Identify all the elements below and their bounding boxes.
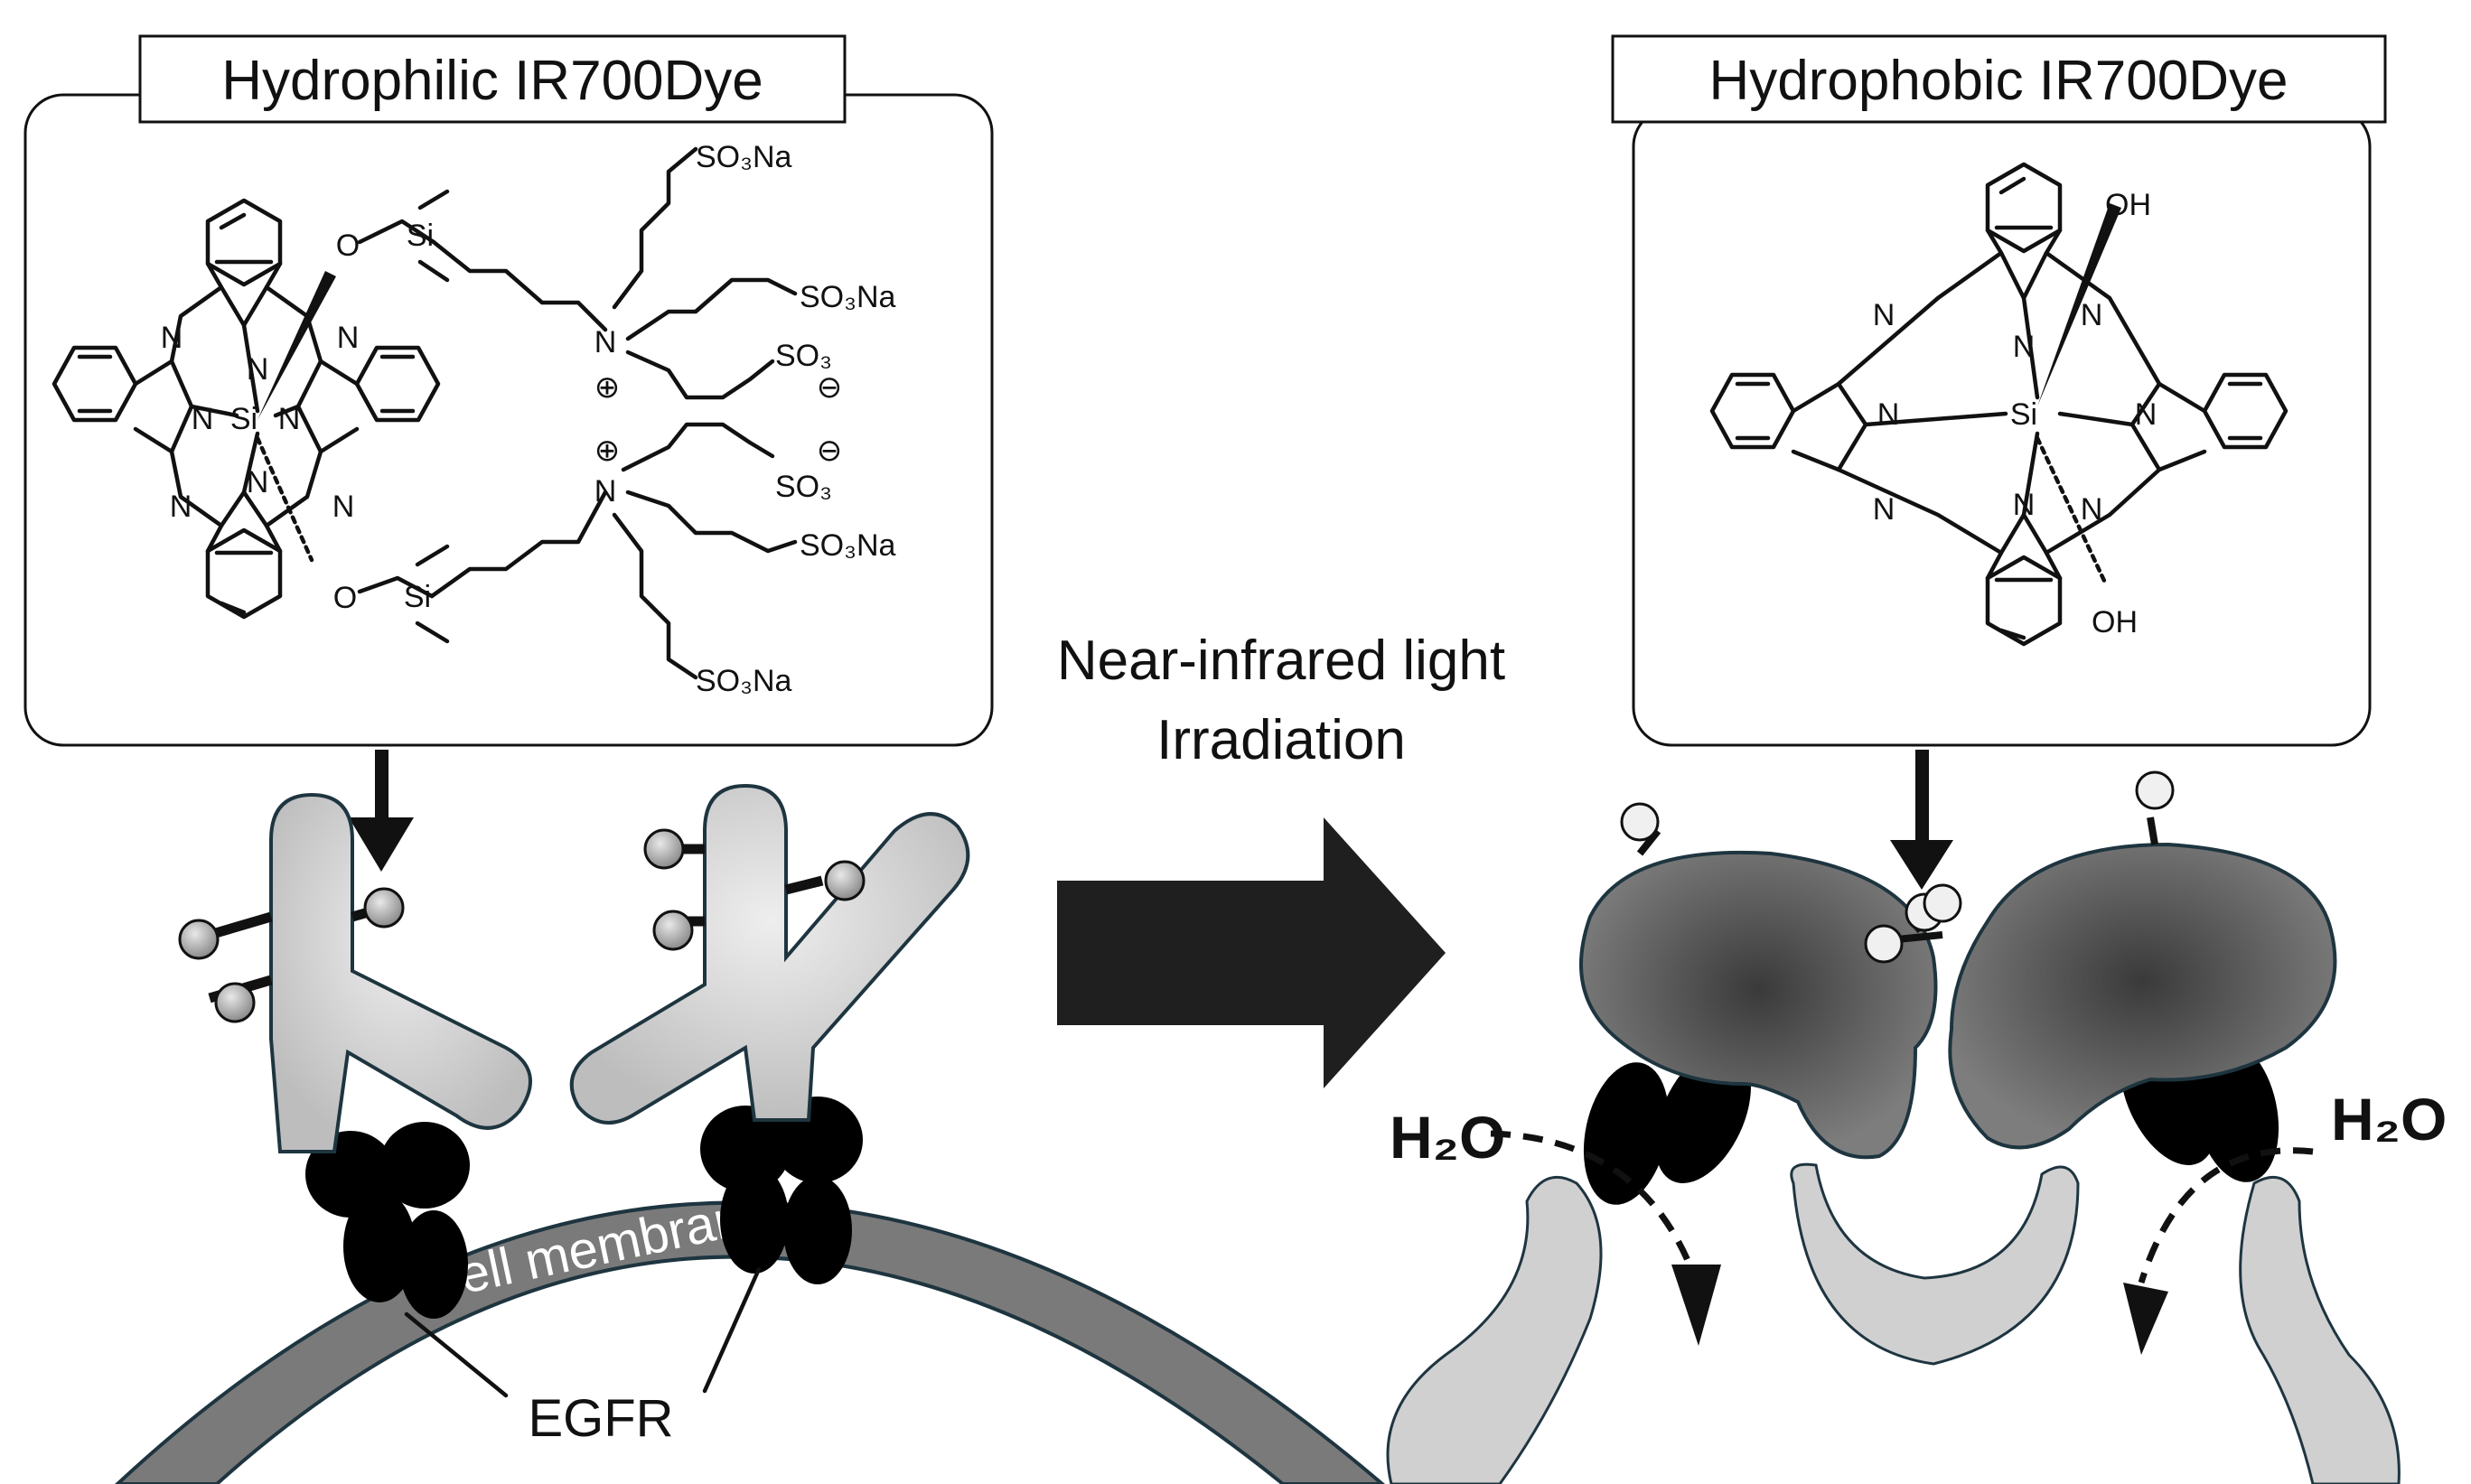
dye2-atom-n-6: N [2135, 397, 2157, 432]
hydrophobic-dye-dot-1 [1620, 802, 1660, 842]
egfr-receptor-right [700, 1097, 863, 1284]
antibody-left [178, 792, 532, 1153]
irradiation-label-line2: Irradiation [1156, 709, 1406, 771]
hydrophobic-dye-title: Hydrophobic IR700Dye [1708, 50, 2288, 112]
sulfonate-na-1: SO₃Na [696, 140, 792, 174]
dye2-atom-n-4: N [2081, 492, 2103, 527]
dye-atom-n-6: N [278, 402, 301, 436]
dye-atom-n-7: N [247, 352, 269, 387]
charge-plus-top: ⊕ [594, 370, 621, 405]
dye-atom-si: Si [230, 402, 257, 436]
right-cell-scene: H₂O H₂O [1386, 770, 2447, 1484]
dye-atom-n-4: N [332, 490, 355, 524]
antibody-right [569, 783, 970, 1125]
sulfonate-na-2: SO₃Na [800, 280, 896, 314]
membrane-fragment-left [1386, 1175, 1603, 1484]
hydrophobic-dye-dot-3 [1864, 924, 1904, 964]
sulfonate-na-3: SO₃Na [800, 528, 896, 563]
charge-minus-bottom: ⊖ [817, 434, 843, 468]
left-down-arrow [349, 750, 414, 872]
hydrophobic-dye-dot-5 [1923, 883, 1962, 923]
irradiation-step: Near-infrared light Irradiation [1057, 630, 1505, 1088]
dye2-atom-n-2: N [2081, 298, 2103, 332]
dye-atom-n-2: N [337, 321, 360, 355]
sulfonate-2: SO₃ [775, 470, 832, 504]
hydrophilic-dye-title: Hydrophilic IR700Dye [221, 50, 763, 112]
dye-atom-si-top: Si [407, 219, 434, 253]
right-down-arrow [1890, 750, 1953, 890]
water-label-right: H₂O [2331, 1086, 2447, 1153]
water-label-left: H₂O [1390, 1104, 1505, 1171]
hydrophobic-dye-dot-2 [2135, 770, 2175, 810]
charge-plus-bottom: ⊕ [594, 434, 621, 468]
charge-minus-top: ⊖ [817, 370, 843, 405]
dye-atom-n-3: N [170, 490, 192, 524]
dye-atom-o-top: O [336, 229, 360, 263]
dye-atom-n-5: N [192, 402, 214, 436]
water-arrowhead-left [1671, 1265, 1721, 1346]
hydrophilic-dye-panel: Hydrophilic IR700Dye [23, 34, 994, 747]
sulfonate-1: SO₃ [775, 339, 832, 373]
hydrophobic-dye-panel: Hydrophobic IR700Dye Si OH OH N N N [1611, 34, 2387, 747]
dye-atom-si-bottom: Si [404, 580, 431, 614]
dye2-atom-oh-top: OH [2105, 188, 2151, 222]
dye-atom-n-1: N [161, 321, 183, 355]
water-influx-arrow-right [2138, 1147, 2314, 1284]
membrane-fragment-right [2239, 1175, 2401, 1484]
sulfonate-na-4: SO₃Na [696, 664, 792, 698]
aggregated-antibody-left [1579, 850, 1938, 1160]
dye2-atom-n-8: N [2013, 488, 2036, 522]
dye-atom-n-plus-top: N [594, 325, 617, 359]
dye2-atom-n-3: N [1873, 492, 1895, 527]
dye2-atom-n-1: N [1873, 298, 1895, 332]
irradiation-label-line1: Near-infrared light [1057, 630, 1505, 692]
membrane-fragment-center [1790, 1162, 2080, 1366]
dye2-atom-oh-bottom: OH [2092, 605, 2138, 639]
panel-down-arrows [349, 750, 1953, 890]
hydrophilic-dye-structure: Si O O Si Si N N N N N N N N N N ⊕ ⊕ ⊖ ⊖… [51, 140, 896, 698]
egfr-label: EGFR [528, 1389, 673, 1448]
dye2-atom-n-7: N [2013, 330, 2036, 364]
dye2-atom-si: Si [2010, 397, 2037, 432]
hydrophobic-dye-structure: Si OH OH N N N N N N N N [1709, 162, 2288, 647]
dye-atom-o-bottom: O [333, 581, 357, 615]
process-arrow [1057, 817, 1446, 1088]
dye2-atom-n-5: N [1877, 397, 1900, 432]
water-arrowhead-right [2123, 1283, 2168, 1355]
dye-atom-n-plus-bottom: N [594, 474, 617, 509]
water-influx-arrow-left [1490, 1130, 1693, 1266]
dye-atom-n-8: N [247, 465, 269, 499]
aggregated-antibody-right [1948, 842, 2337, 1150]
